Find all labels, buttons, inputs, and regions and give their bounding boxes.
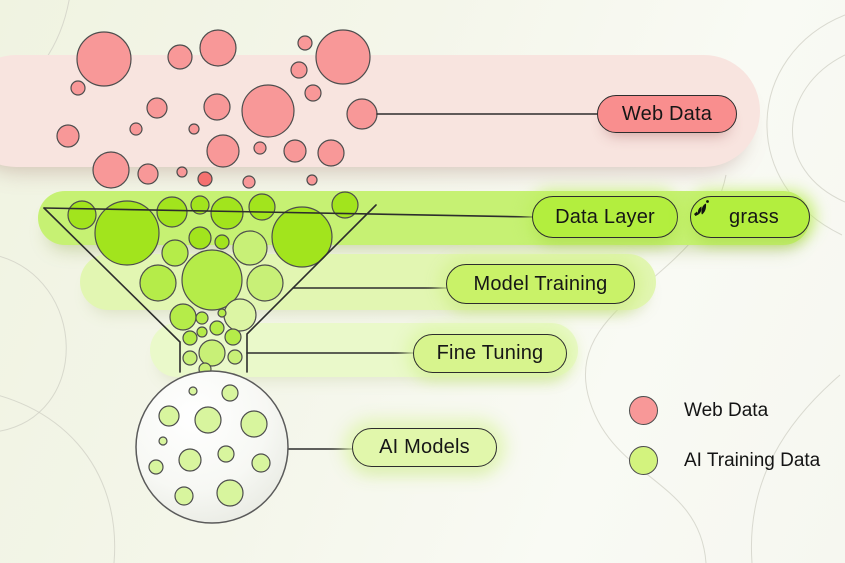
training-data-bubble [190, 195, 210, 215]
ai-model-bubble [174, 486, 194, 506]
training-data-bubble [169, 303, 197, 331]
ai-model-bubble [240, 410, 268, 438]
web-data-bubble [176, 166, 188, 178]
legend-ai-training-data-label: AI Training Data [684, 449, 821, 471]
web-data-bubble [241, 84, 295, 138]
web-data-bubble [306, 174, 318, 186]
training-data-bubble [217, 308, 227, 318]
web-data-bubble [297, 35, 313, 51]
legend-web-data-label: Web Data [684, 399, 769, 421]
web-data-bubble [137, 163, 159, 185]
web-data-bubble [346, 98, 378, 130]
diagram-line [246, 204, 377, 373]
training-data-bubble [209, 320, 225, 336]
ai-model-bubble [178, 448, 202, 472]
training-data-bubble [182, 350, 198, 366]
web-data-bubble [167, 44, 193, 70]
training-data-bubble [331, 191, 359, 219]
training-data-bubble [188, 226, 212, 250]
ai-training-data-swatch [629, 446, 658, 475]
ai-model-bubble [158, 436, 168, 446]
model-training-pill-label: Model Training [473, 272, 608, 295]
training-data-bubble [181, 249, 243, 311]
web-data-bubble [70, 80, 86, 96]
web-data-bubble [188, 123, 200, 135]
web-data-swatch [629, 396, 658, 425]
web-data-bubble [242, 175, 256, 189]
legend-item-web-data: Web Data [629, 396, 820, 425]
web-data-bubble [304, 84, 322, 102]
web-data-bubble [203, 93, 231, 121]
ai-model-bubble [216, 479, 244, 507]
ai-models-sphere [135, 370, 289, 524]
ai-model-bubble [217, 445, 235, 463]
data-layer-pill: Data Layer [532, 196, 678, 238]
web-data-bubble [56, 124, 80, 148]
web-data-bubble [283, 139, 307, 163]
training-data-bubble [161, 239, 189, 267]
model-training-pill: Model Training [446, 264, 635, 304]
web-data-bubble [92, 151, 130, 189]
training-data-bubble [224, 328, 242, 346]
training-data-bubble [196, 326, 208, 338]
fine-tuning-pill-label: Fine Tuning [436, 342, 544, 364]
web-data-bubble [253, 141, 267, 155]
training-data-bubble [156, 196, 188, 228]
training-data-bubble [223, 298, 257, 332]
ai-model-bubble [148, 459, 164, 475]
ai-model-bubble [221, 384, 239, 402]
web-data-bubble [317, 139, 345, 167]
web-data-bubble [197, 171, 213, 187]
training-data-bubble [214, 234, 230, 250]
training-data-bubble [195, 311, 209, 325]
training-data-bubble [232, 230, 268, 266]
legend-item-ai-training-data: AI Training Data [629, 446, 820, 475]
web-data-pill-label: Web Data [621, 102, 713, 125]
ai-model-bubble [188, 386, 198, 396]
web-data-bubble [199, 29, 237, 67]
diagram-line [43, 207, 534, 218]
training-data-bubble [139, 264, 177, 302]
diagram-line [43, 207, 181, 373]
ai-model-bubble [194, 406, 222, 434]
ai-model-bubble [251, 453, 271, 473]
web-data-bubble [129, 122, 143, 136]
ai-models-pill: AI Models [352, 428, 497, 467]
web-data-bubble [315, 29, 371, 85]
training-data-bubble [94, 200, 160, 266]
web-data-bubble [290, 61, 308, 79]
training-data-bubble [67, 200, 97, 230]
training-data-bubble [246, 264, 284, 302]
web-data-bubble [206, 134, 240, 168]
fine-tuning-pill: Fine Tuning [413, 334, 567, 373]
web-data-bubble [76, 31, 132, 87]
web-data-bubble [146, 97, 168, 119]
training-data-bubble [198, 339, 226, 367]
training-data-bubble [210, 196, 244, 230]
training-data-bubble [248, 193, 276, 221]
training-data-bubble [182, 330, 198, 346]
data-layer-pill-label: Data Layer [555, 205, 655, 228]
grass-pill-label: grass [729, 205, 779, 228]
training-data-bubble [227, 349, 243, 365]
grass-brand-pill: grass [690, 196, 810, 238]
training-data-bubble [271, 206, 333, 268]
ai-models-pill-label: AI Models [379, 436, 470, 458]
web-data-pill: Web Data [597, 95, 737, 133]
legend: Web Data AI Training Data [629, 396, 820, 475]
ai-model-bubble [158, 405, 180, 427]
